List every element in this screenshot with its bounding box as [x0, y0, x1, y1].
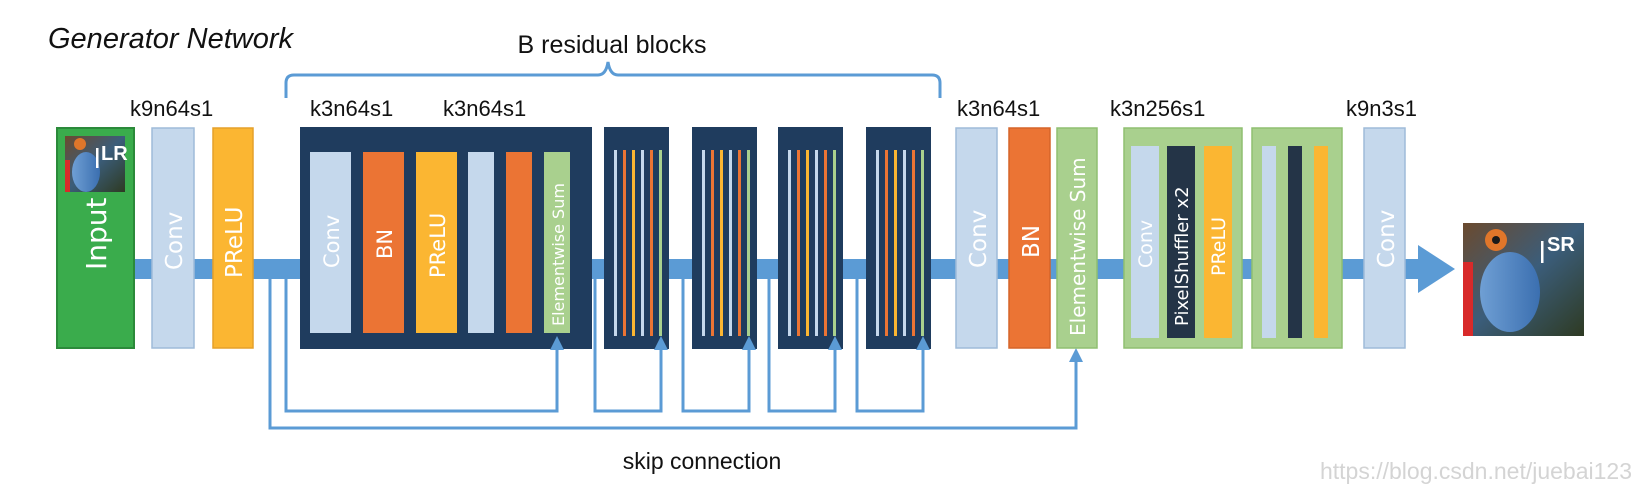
- res-sum-block: [544, 152, 570, 333]
- res-conv-1-block: [310, 152, 351, 333]
- upsample-conv-label: Conv: [1135, 220, 1157, 268]
- input-label: Input: [80, 197, 113, 270]
- residual-layer-stripe: [824, 150, 827, 336]
- residual-layer-stripe: [711, 150, 714, 336]
- res-block-skip-line: [284, 279, 559, 413]
- residual-layer-stripe: [885, 150, 888, 336]
- res-prelu-block: [416, 152, 457, 333]
- output-sr-label: SR: [1547, 234, 1575, 256]
- res-sum-label: Elementwise Sum: [549, 183, 568, 326]
- residual-layer-stripe: [876, 150, 879, 336]
- post-conv-kernel: k3n64s1: [957, 96, 1040, 121]
- res-bn-1-label: BN: [373, 229, 397, 259]
- residual-skip-arrowhead: [742, 336, 756, 350]
- skip-connection-arrowhead: [1069, 348, 1083, 362]
- collapsed-residual-blocks: [593, 127, 931, 413]
- upsample-2-shuffler-block: [1288, 146, 1302, 338]
- residual-layer-stripe: [747, 150, 750, 336]
- pixel-shuffler-label: PixelShuffler x2: [1172, 186, 1193, 326]
- residual-layer-stripe: [641, 150, 644, 336]
- post-conv-label: Conv: [966, 210, 992, 268]
- upsample-conv-block: [1131, 146, 1159, 338]
- residual-skip-arrowhead: [828, 336, 842, 350]
- first-conv-kernel: k9n64s1: [130, 96, 213, 121]
- residual-layer-stripe: [614, 150, 617, 336]
- residual-skip-arrowhead: [916, 336, 930, 350]
- pixel-shuffler-block: [1167, 146, 1195, 338]
- upsample-prelu-label: PReLU: [1208, 217, 1230, 276]
- res-bn-1-block: [363, 152, 404, 333]
- final-conv-label: Conv: [1374, 210, 1400, 268]
- res-conv-1-label: Conv: [320, 215, 344, 268]
- residual-skip-line: [593, 279, 663, 413]
- residual-layer-stripe: [815, 150, 818, 336]
- upsample-conv-kernel: k3n256s1: [1110, 96, 1205, 121]
- residual-layer-stripe: [921, 150, 924, 336]
- skip-connection-line: [268, 279, 1078, 430]
- residual-layer-stripe: [797, 150, 800, 336]
- residual-skip-line: [855, 279, 925, 413]
- output-sr-bar: [1541, 241, 1544, 263]
- output-sr-image: [1463, 223, 1584, 336]
- skip-connection-label: skip connection: [623, 448, 782, 474]
- res-conv-2-kernel: k3n64s1: [443, 96, 526, 121]
- final-conv-kernel: k9n3s1: [1346, 96, 1417, 121]
- input-lr-bar: [96, 148, 99, 168]
- residual-layer-stripe: [912, 150, 915, 336]
- residual-layer-stripe: [729, 150, 732, 336]
- residual-layer-stripe: [788, 150, 791, 336]
- res-block-skip-arrowhead: [550, 336, 564, 350]
- final-conv-block: [1363, 127, 1406, 349]
- first-conv-block: [151, 127, 195, 349]
- main-flow-arrowhead: [1418, 245, 1455, 293]
- residual-layer-stripe: [702, 150, 705, 336]
- residual-layer-stripe: [650, 150, 653, 336]
- first-prelu-block: [212, 127, 254, 349]
- post-conv-block: [955, 127, 998, 349]
- res-prelu-label: PReLU: [426, 213, 450, 278]
- residual-layer-stripe: [632, 150, 635, 336]
- residual-skip-arrowhead: [654, 336, 668, 350]
- input-lr-label: LR: [101, 143, 128, 165]
- brace-label: B residual blocks: [518, 31, 707, 59]
- post-sum-block: [1056, 127, 1098, 349]
- residual-skip-line: [767, 279, 837, 413]
- upsample-2-prelu-block: [1314, 146, 1328, 338]
- residual-layer-stripe: [806, 150, 809, 336]
- residual-layer-stripe: [738, 150, 741, 336]
- input-lr-image: [65, 136, 125, 192]
- watermark: https://blog.csdn.net/juebai123: [1320, 458, 1632, 484]
- res-conv-1-kernel: k3n64s1: [310, 96, 393, 121]
- upsample-prelu-block: [1204, 146, 1232, 338]
- diagram-title: Generator Network: [48, 23, 294, 55]
- residual-layer-stripe: [903, 150, 906, 336]
- residual-blocks-brace: [284, 61, 942, 98]
- first-conv-label: Conv: [162, 212, 188, 270]
- post-sum-label: Elementwise Sum: [1066, 157, 1090, 336]
- first-prelu-label: PReLU: [222, 207, 248, 278]
- post-bn-block: [1008, 127, 1051, 349]
- residual-layer-stripe: [623, 150, 626, 336]
- residual-skip-line: [681, 279, 751, 413]
- residual-layer-stripe: [659, 150, 662, 336]
- res-conv-2-block: [468, 152, 494, 333]
- residual-layer-stripe: [833, 150, 836, 336]
- upsample-2-conv-block: [1262, 146, 1276, 338]
- res-bn-2-block: [506, 152, 532, 333]
- residual-layer-stripe: [720, 150, 723, 336]
- residual-layer-stripe: [894, 150, 897, 336]
- post-bn-label: BN: [1019, 225, 1045, 258]
